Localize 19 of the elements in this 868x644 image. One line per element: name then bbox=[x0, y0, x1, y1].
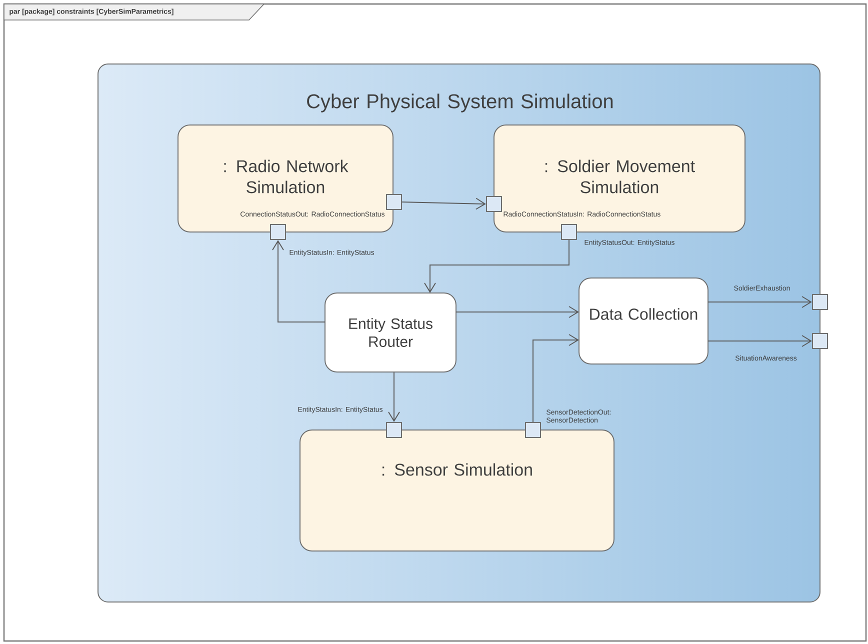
arrow bbox=[456, 306, 579, 318]
arrow bbox=[402, 198, 486, 210]
block-box: Entity Status Router bbox=[324, 292, 456, 372]
port-square bbox=[812, 333, 828, 349]
arrow bbox=[272, 240, 326, 322]
block-box: : Sensor Simulation bbox=[300, 430, 614, 552]
port-square bbox=[270, 224, 286, 240]
arrow bbox=[388, 372, 400, 422]
port-square bbox=[486, 196, 502, 212]
arrow bbox=[424, 240, 570, 293]
arrow bbox=[708, 335, 812, 347]
port-square bbox=[525, 422, 541, 438]
port-square bbox=[386, 422, 402, 438]
arrow bbox=[708, 296, 812, 308]
port-square bbox=[561, 224, 577, 240]
block-box: Data Collection bbox=[578, 278, 708, 364]
port-square bbox=[812, 294, 828, 310]
arrow bbox=[532, 334, 579, 422]
port-square bbox=[386, 194, 402, 210]
